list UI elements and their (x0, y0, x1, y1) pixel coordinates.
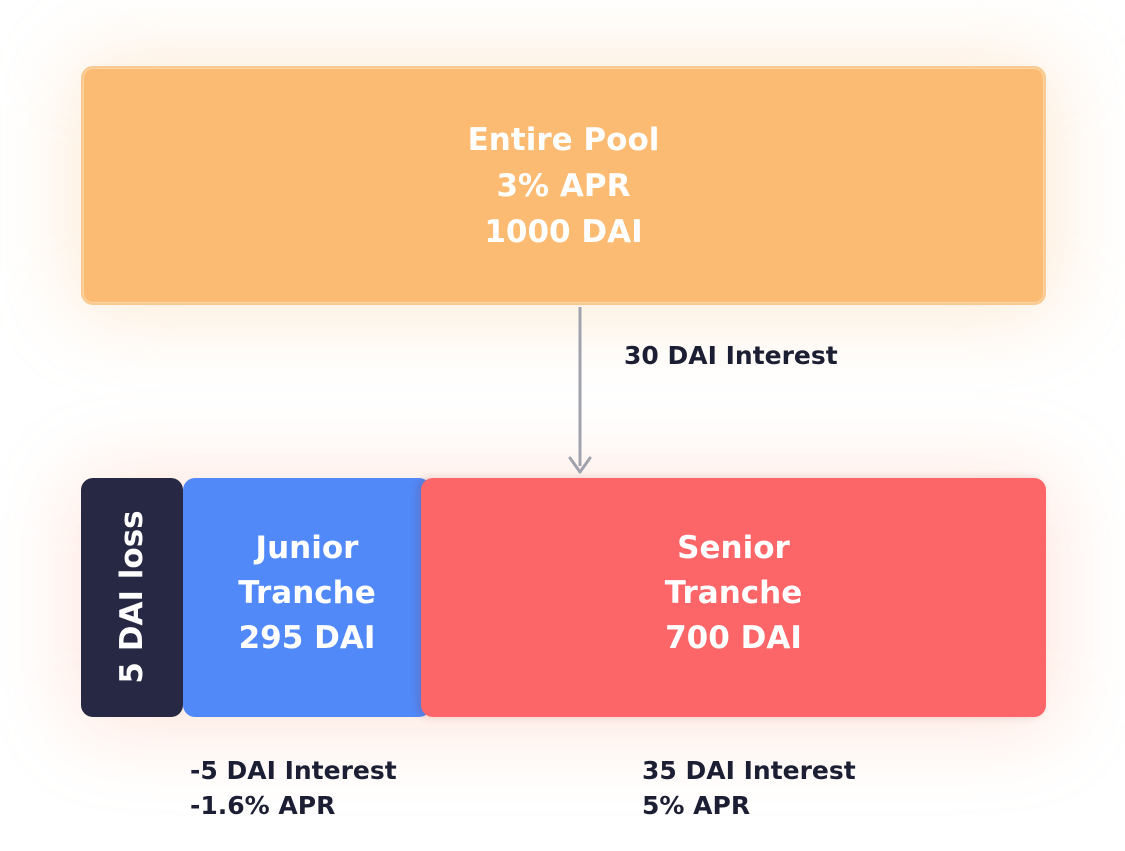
senior-line2: Tranche (664, 575, 803, 611)
junior-amount: 295 DAI (238, 620, 376, 656)
junior-tranche-box: Junior Tranche 295 DAI (183, 478, 431, 717)
flow-interest-text: 30 DAI Interest (624, 341, 838, 370)
senior-interest: 35 DAI Interest (642, 756, 856, 785)
arrow-head (568, 456, 592, 474)
junior-apr: -1.6% APR (190, 791, 336, 820)
senior-tranche-box: Senior Tranche 700 DAI (421, 478, 1046, 717)
loss-label: 5 DAI loss (114, 510, 150, 684)
senior-amount: 700 DAI (665, 620, 802, 656)
pool-amount: 1000 DAI (484, 213, 643, 250)
junior-interest: -5 DAI Interest (190, 756, 397, 785)
pool-title: Entire Pool (467, 121, 660, 158)
flow-label: 30 DAI Interest (624, 338, 838, 373)
loss-box: 5 DAI loss (81, 478, 183, 717)
senior-apr: 5% APR (642, 791, 751, 820)
junior-line1: Junior (255, 530, 359, 566)
senior-line1: Senior (677, 530, 790, 566)
junior-notes: -5 DAI Interest -1.6% APR (190, 753, 397, 823)
junior-line2: Tranche (238, 575, 376, 611)
entire-pool-box: Entire Pool 3% APR 1000 DAI (81, 66, 1046, 305)
senior-notes: 35 DAI Interest 5% APR (642, 753, 856, 823)
pool-apr: 3% APR (496, 167, 631, 204)
